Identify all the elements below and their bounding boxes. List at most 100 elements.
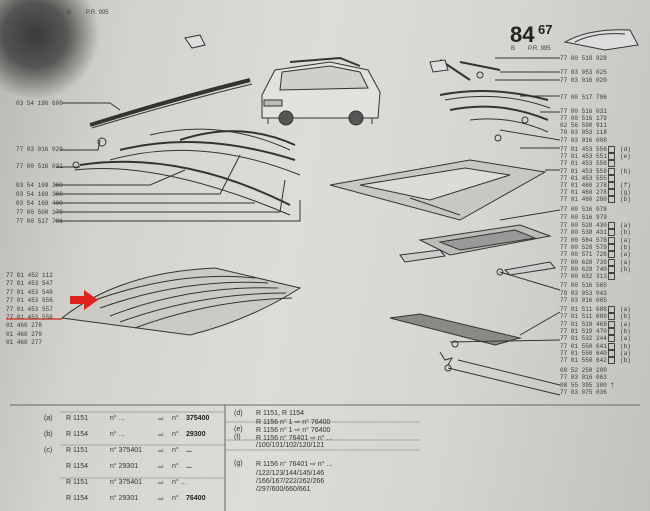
- page-number-sub: 67: [538, 22, 553, 37]
- part-number: 77 03 016 020: [16, 146, 63, 153]
- qty-box: [607, 196, 615, 204]
- arrow-icon: ⇨: [158, 432, 164, 439]
- variant-mark: (b): [620, 313, 631, 321]
- variant-mark: (b): [620, 342, 631, 350]
- variant-mark: (a): [620, 306, 631, 313]
- qty-box: [607, 313, 615, 321]
- part-number: 77 00 632 313: [560, 273, 615, 280]
- part-number: 77 03 053 025: [560, 69, 607, 76]
- variant-mark: (b): [620, 357, 631, 365]
- part-number: 77 00 518 928: [560, 55, 607, 62]
- row-text: R 1156 n° 76401 ⇨ n° ...: [256, 461, 333, 468]
- part-number: 77 00 538 431: [560, 229, 615, 236]
- row-model: R 1151: [66, 415, 89, 422]
- part-number: 77 01 550 640: [560, 349, 615, 357]
- row-to-value: 375400: [186, 415, 209, 422]
- part-number: 03 54 169 400: [16, 200, 63, 207]
- row-from: n° 29301: [110, 495, 139, 502]
- part-number: 77 01 511 688: [560, 306, 615, 313]
- variant-mark: (b): [620, 327, 631, 335]
- row-tag: (c): [44, 447, 53, 454]
- row-text: R 1156 n° 76401 ⇨ n° ...: [256, 435, 333, 442]
- qty-box: [607, 160, 615, 168]
- part-number: 77 00 584 578: [560, 236, 615, 244]
- part-number: 77 00 517 706: [16, 218, 63, 225]
- part-number: 77 01 453 555: [560, 174, 615, 182]
- variant-mark: (b): [620, 167, 631, 175]
- part-number: 77 00 516 565: [560, 282, 607, 289]
- qty-box: [607, 327, 615, 335]
- row-to-label: n°: [172, 431, 179, 438]
- row-from: n° 375401: [110, 479, 142, 486]
- qty-box: [607, 306, 615, 313]
- qty-box: [607, 349, 615, 357]
- row-text: /297/600/660/661: [256, 486, 311, 493]
- header-code-d: P.R. 995: [528, 46, 551, 52]
- part-number: 78 03 053 118: [560, 129, 607, 136]
- variant-mark: (a): [620, 320, 631, 328]
- part-number: 77 01 453 558: [6, 314, 53, 321]
- row-tag: (b): [44, 431, 53, 438]
- row-model: R 1151: [66, 479, 89, 486]
- row-to-label: n°: [172, 447, 179, 454]
- qty-box: [607, 273, 615, 281]
- part-number: 77 01 453 556: [6, 297, 53, 305]
- row-to-label: n°: [172, 495, 179, 502]
- part-number: 77 00 516 031: [560, 108, 607, 115]
- part-number: 77 01 550 642: [560, 357, 615, 364]
- part-number: 77 03 016 063: [560, 374, 607, 382]
- part-number: 77 01 453 558: [560, 160, 615, 167]
- part-number: 08 55 395 300 †: [560, 381, 615, 389]
- header-code-a: B: [67, 10, 72, 16]
- part-number: 77 01 453 548: [6, 288, 53, 296]
- variant-mark: (a): [620, 222, 631, 229]
- qty-box: [607, 174, 615, 182]
- part-number: 03 54 169 300: [16, 191, 63, 198]
- part-number: 77 00 500 179: [16, 209, 63, 216]
- part-number: 77 01 519 470: [560, 327, 615, 335]
- row-text: /122/123/144/145/146: [256, 470, 325, 477]
- part-number: 77 00 516 978: [560, 206, 607, 213]
- part-number: 77 00 516 179: [560, 115, 607, 122]
- row-to-value: 76400: [186, 495, 205, 502]
- row-tag: (d): [234, 410, 243, 417]
- qty-box: [607, 167, 615, 175]
- row-model: R 1154: [66, 463, 89, 470]
- variant-mark: (f): [620, 182, 631, 189]
- row-to-label: n°: [172, 415, 179, 422]
- qty-box: [607, 189, 615, 197]
- row-tag: (g): [234, 460, 243, 467]
- header-code-c: B: [511, 46, 516, 52]
- variant-mark: (b): [620, 243, 631, 251]
- part-number: 08 52 258 200: [560, 367, 607, 374]
- qty-box: [607, 320, 615, 328]
- part-number: 77 01 460 278: [560, 182, 615, 189]
- variant-mark: (a): [620, 251, 631, 259]
- qty-box: [607, 251, 615, 259]
- row-to-value: ...: [186, 463, 192, 470]
- variant-mark: (e): [620, 153, 631, 161]
- row-model: R 1154: [66, 431, 89, 438]
- qty-box: [607, 182, 615, 189]
- part-number: 02 56 590 911: [560, 122, 607, 129]
- qty-box: [607, 236, 615, 244]
- highlight-arrow-icon: [70, 290, 98, 310]
- part-number: 01 460 278: [6, 322, 43, 330]
- row-model: R 1154: [66, 495, 89, 502]
- header-code-b: P.R. 995: [86, 10, 109, 16]
- part-number: 77 01 532 244: [560, 335, 615, 342]
- part-number: 77 03 016 008: [560, 137, 607, 144]
- part-number: 77 01 453 551: [560, 153, 615, 160]
- part-number: 01 460 277: [6, 339, 43, 347]
- part-number: 77 01 550 641: [560, 342, 615, 350]
- row-from: n° 375401: [110, 447, 142, 454]
- part-number: 77 00 571 728: [560, 251, 615, 258]
- variant-mark: (a): [620, 335, 631, 343]
- part-number: 77 03 075 036: [560, 388, 607, 396]
- part-number: 77 00 528 579: [560, 243, 615, 251]
- variant-mark: (d): [620, 146, 631, 153]
- qty-box: [607, 335, 615, 343]
- part-number: 77 00 516 979: [560, 213, 607, 221]
